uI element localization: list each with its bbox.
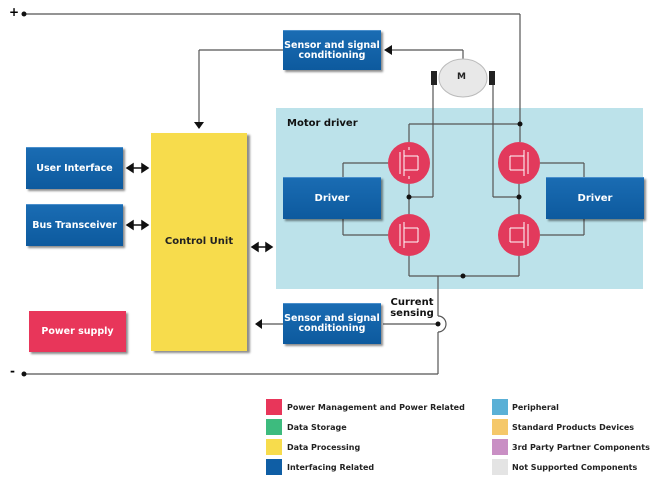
current-sensing-label: Current sensing xyxy=(390,297,434,319)
negative-terminal xyxy=(21,371,27,377)
legend-swatch xyxy=(266,439,282,455)
sensor-top-block: Sensor and signal conditioning xyxy=(283,30,381,70)
motor-icon xyxy=(431,58,495,98)
legend-swatch xyxy=(492,419,508,435)
mosfet-bottom-right xyxy=(498,214,540,256)
user-interface-block: User Interface xyxy=(26,147,123,189)
positive-terminal xyxy=(21,11,27,17)
legend-label: Power Management and Power Related xyxy=(287,403,465,412)
mosfet-top-right xyxy=(498,142,540,184)
negative-rail-label: - xyxy=(10,364,15,378)
legend-label: Not Supported Components xyxy=(512,463,638,472)
legend-swatch xyxy=(266,419,282,435)
driver-right-block: Driver xyxy=(546,177,644,219)
bus-transceiver-block: Bus Transceiver xyxy=(26,204,123,246)
legend-label: Data Storage xyxy=(287,423,347,432)
mosfet-top-left xyxy=(388,142,430,184)
legend-swatch xyxy=(266,459,282,475)
legend-swatch xyxy=(492,399,508,415)
legend-swatch xyxy=(492,459,508,475)
arrow-left-to-sensor xyxy=(384,45,392,55)
arrow-left-to-control xyxy=(255,319,262,329)
motor-label: M xyxy=(457,72,466,82)
legend-label: Standard Products Devices xyxy=(512,423,635,432)
legend-label: Data Processing xyxy=(287,443,361,452)
legend-swatch xyxy=(266,399,282,415)
mosfet-bottom-left xyxy=(388,214,430,256)
control-unit-block: Control Unit xyxy=(151,133,247,351)
motor-driver-label: Motor driver xyxy=(287,118,358,129)
legend-label: 3rd Party Partner Components xyxy=(512,443,650,452)
legend-swatch xyxy=(492,439,508,455)
power-supply-block: Power supply xyxy=(29,311,126,352)
legend-label: Peripheral xyxy=(512,403,559,412)
arrow-down-to-control xyxy=(194,122,204,129)
mosfet-transistors xyxy=(388,142,540,256)
driver-left-block: Driver xyxy=(283,177,381,219)
positive-rail-label: + xyxy=(9,5,20,19)
sensor-bottom-block: Sensor and signal conditioning xyxy=(283,303,381,344)
legend-label: Interfacing Related xyxy=(287,463,375,472)
